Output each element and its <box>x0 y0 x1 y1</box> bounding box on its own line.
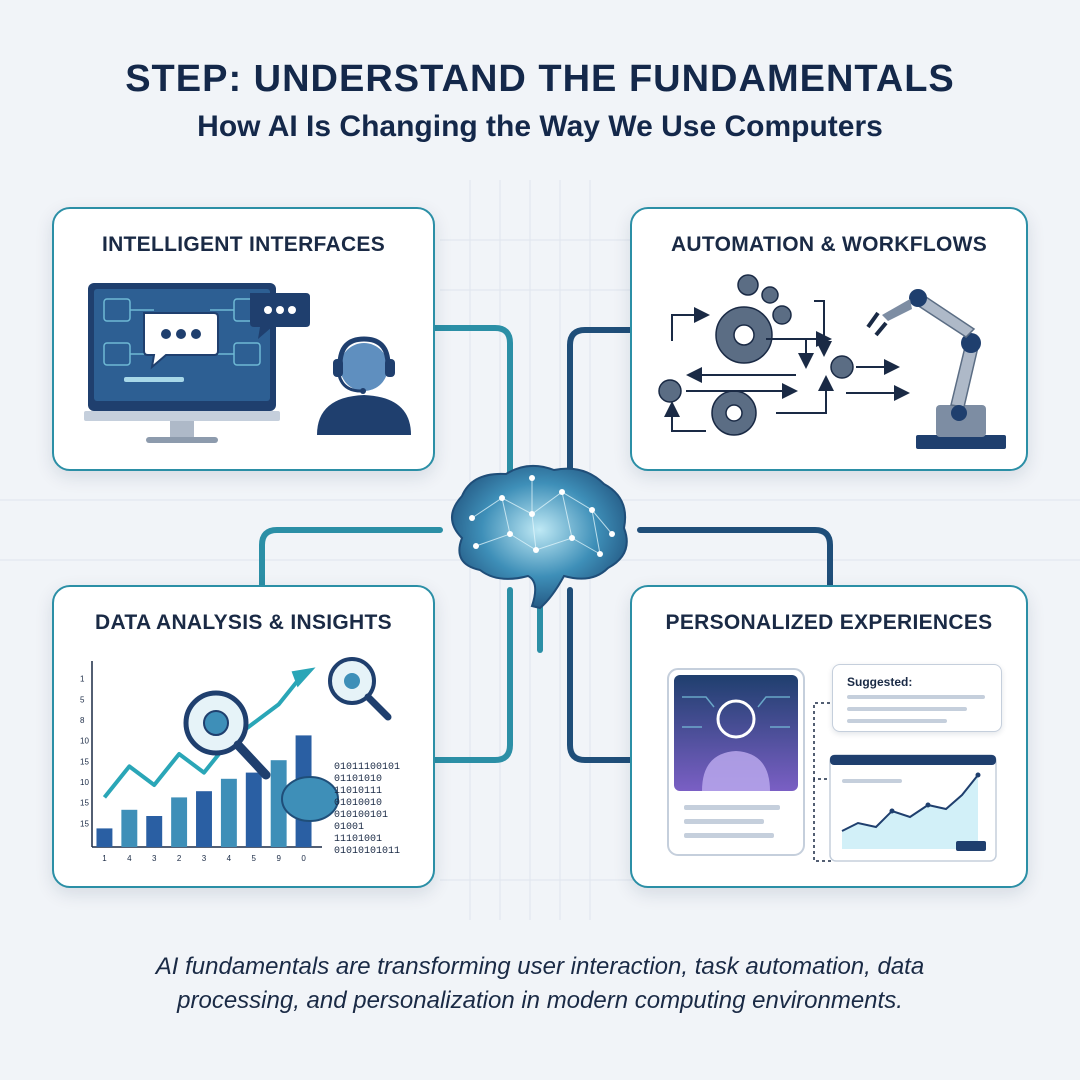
user-profile-icon <box>667 668 805 856</box>
chart-bar <box>245 772 262 847</box>
connector-mid-right <box>637 527 833 588</box>
card-data-analysis: DATA ANALYSIS & INSIGHTS 15 15 10 15 10 8 5 1 1 4… <box>52 585 435 888</box>
gear-icon <box>203 710 229 736</box>
x-tick-label: 4 <box>227 854 232 863</box>
card-title: INTELLIGENT INTERFACES <box>101 233 386 256</box>
x-tick-label: 4 <box>127 854 132 863</box>
connector-top-left <box>432 325 513 523</box>
bar-chart: 15 15 10 15 10 8 5 1 1 4 3 2 3 4 5 9 0 010111001010110101… <box>80 657 400 863</box>
card-title: PERSONALIZED EXPERIENCES <box>665 611 993 634</box>
card-automation-workflows: AUTOMATION & WORKFLOWS <box>630 207 1028 471</box>
card-intelligent-interfaces: INTELLIGENT INTERFACES <box>52 207 435 471</box>
y-tick-label: 15 <box>80 757 89 766</box>
binary-text: 01001 <box>334 822 364 833</box>
magnifier-handle <box>233 740 271 780</box>
connector-bottom-left <box>432 587 513 763</box>
gear-icon <box>715 306 773 364</box>
trend-arrow <box>291 667 316 688</box>
chart-bar <box>121 809 138 847</box>
line-chart-icon <box>829 754 997 862</box>
x-tick-label: 3 <box>152 854 157 863</box>
chat-bubble-icon <box>143 312 219 370</box>
x-tick-label: 3 <box>202 854 207 863</box>
chart-bar <box>270 760 287 847</box>
card-title: DATA ANALYSIS & INSIGHTS <box>95 611 392 634</box>
caption-line-2: processing, and personalization in moder… <box>177 987 903 1014</box>
binary-text: 01101010 <box>334 774 382 785</box>
y-tick-label: 10 <box>80 737 89 746</box>
x-tick-label: 9 <box>276 854 281 863</box>
page-subtitle: How AI Is Changing the Way We Use Comput… <box>197 110 883 143</box>
chat-bubble-icon <box>250 293 310 339</box>
x-tick-label: 2 <box>177 854 182 863</box>
y-tick-label: 8 <box>80 716 85 725</box>
robot-arm-icon <box>866 289 1006 449</box>
page-title: STEP: UNDERSTAND THE FUNDAMENTALS <box>125 58 955 100</box>
suggestion-card: Suggested: <box>832 664 1002 732</box>
magnifier-handle <box>364 693 392 721</box>
caption-line-1: AI fundamentals are transforming user in… <box>155 953 925 980</box>
suggested-label: Suggested: <box>847 675 913 689</box>
card-personalized-experiences: PERSONALIZED EXPERIENCES Suggested: <box>630 585 1028 888</box>
connector-bottom-right <box>567 587 633 763</box>
connector-top-right <box>567 327 633 523</box>
gear-icon <box>344 673 360 689</box>
binary-text: 010100101 <box>334 810 388 821</box>
binary-text: 11101001 <box>334 834 382 845</box>
chart-bar <box>171 797 188 847</box>
workflow-diagram <box>658 274 1006 449</box>
x-tick-label: 0 <box>301 854 306 863</box>
chart-bar <box>196 791 212 847</box>
chart-bar <box>146 816 163 847</box>
y-tick-label: 1 <box>80 675 85 684</box>
chart-bar <box>96 828 113 847</box>
chart-bar <box>220 778 237 847</box>
y-tick-label: 15 <box>80 819 89 828</box>
x-tick-label: 1 <box>102 854 107 863</box>
y-tick-label: 10 <box>80 778 89 787</box>
binary-text: 01011100101 <box>334 762 400 773</box>
headset-user-icon <box>317 336 411 435</box>
trend-line <box>102 672 306 799</box>
connector-mid-left <box>259 527 443 588</box>
brain-chip-icon <box>281 776 339 822</box>
card-title: AUTOMATION & WORKFLOWS <box>670 233 988 256</box>
binary-text: 11010111 <box>334 786 382 797</box>
caption: AI fundamentals are transforming user in… <box>60 950 1020 1018</box>
connector-dashed <box>813 702 832 862</box>
binary-text: 01010010 <box>334 798 382 809</box>
y-tick-label: 15 <box>80 799 89 808</box>
x-tick-label: 5 <box>252 854 257 863</box>
binary-text: 01010101011 <box>334 846 400 857</box>
brain-network-icon <box>451 464 628 610</box>
y-tick-label: 5 <box>80 695 85 704</box>
